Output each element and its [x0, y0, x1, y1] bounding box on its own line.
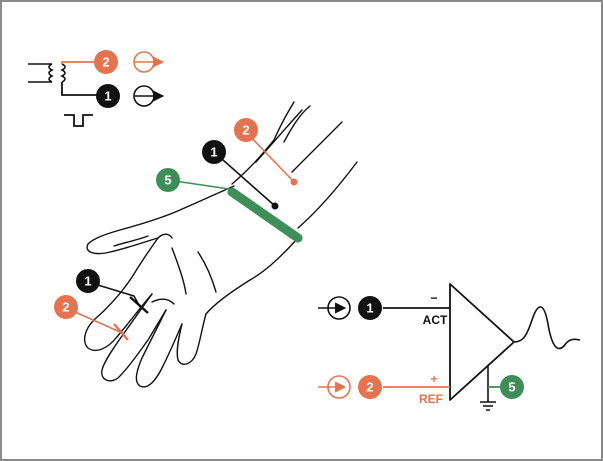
svg-text:1: 1: [366, 301, 373, 316]
amp-reference-input-icon: [318, 375, 351, 399]
finger-active-badge: 1: [76, 269, 100, 293]
amp-active-label: ACT: [423, 313, 448, 327]
transformer-source-icon: [28, 61, 100, 127]
wrist-reference-badge: 2: [234, 118, 258, 142]
ground-strap-badge: 5: [156, 168, 180, 192]
wrist-active-badge: 1: [202, 140, 226, 164]
svg-text:5: 5: [164, 173, 171, 188]
amp-active-sign: −: [430, 291, 437, 305]
svg-text:2: 2: [62, 300, 69, 315]
svg-text:2: 2: [242, 123, 249, 138]
legend-reference-badge: 2: [94, 50, 118, 74]
amp-active-badge: 1: [358, 296, 382, 320]
amp-reference-badge: 2: [358, 375, 382, 399]
legend-active-badge: 1: [96, 84, 120, 108]
amp-reference-label: REF: [419, 392, 443, 406]
amp-ground-badge: 5: [500, 375, 524, 399]
svg-text:5: 5: [508, 380, 515, 395]
amp-reference-sign: +: [430, 372, 437, 386]
hand-with-electrodes-icon: [83, 101, 358, 388]
svg-text:1: 1: [104, 89, 111, 104]
svg-text:2: 2: [102, 55, 109, 70]
svg-text:1: 1: [84, 274, 91, 289]
svg-text:1: 1: [210, 145, 217, 160]
amp-active-input-icon: [318, 296, 351, 320]
legend-reference-output-icon: [133, 51, 165, 73]
differential-amplifier-icon: [449, 283, 581, 411]
svg-text:2: 2: [366, 380, 373, 395]
legend-active-output-icon: [133, 85, 165, 107]
finger-reference-electrode: [113, 323, 129, 341]
finger-reference-badge: 2: [54, 295, 78, 319]
wrist-ground-strap: [227, 187, 303, 243]
